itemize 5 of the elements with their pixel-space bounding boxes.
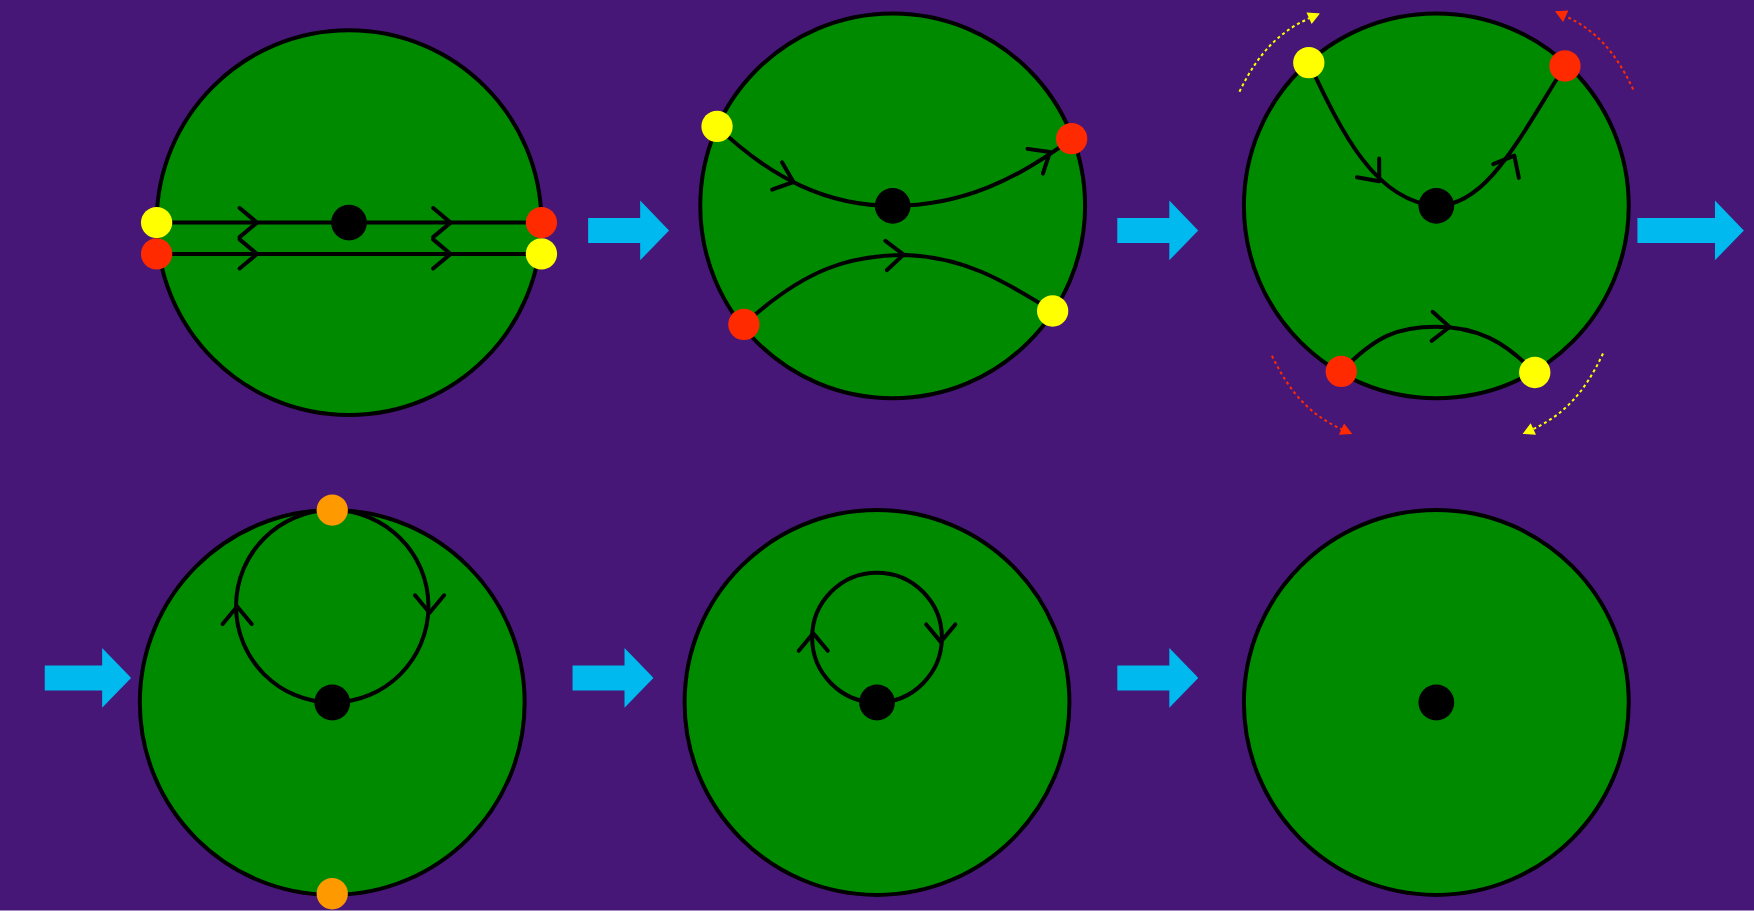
disk: [137, 508, 527, 898]
disk: [154, 28, 544, 418]
disk: [682, 508, 1072, 898]
disk: [1241, 508, 1631, 898]
disk: [698, 11, 1088, 401]
